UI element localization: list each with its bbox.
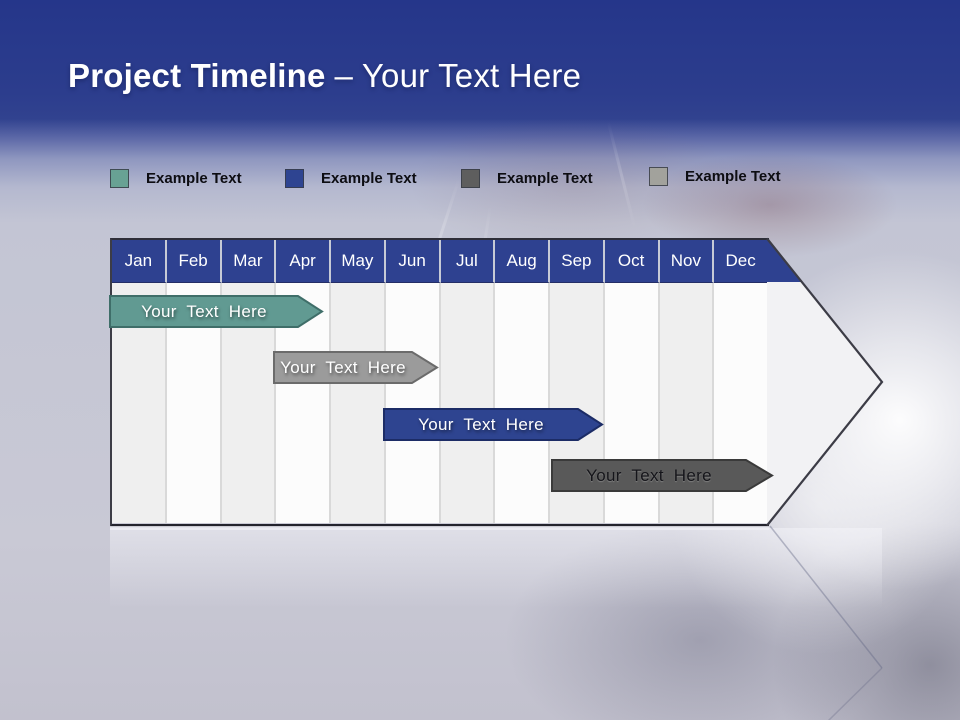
month-column xyxy=(385,283,441,523)
timeline-month-header: Jan Feb Mar Apr May Jun Jul Aug Sep Oct … xyxy=(112,240,769,283)
month-cell: Feb xyxy=(166,240,222,283)
month-column xyxy=(495,283,550,523)
task-bar-label: Your Text Here xyxy=(586,466,712,485)
slide-title-regular: – Your Text Here xyxy=(334,57,582,94)
task-bar-blue: Your Text Here xyxy=(382,407,604,442)
month-cell: Mar xyxy=(221,240,277,283)
slide-title-bold: Project Timeline xyxy=(68,57,326,94)
legend-label: Example Text xyxy=(685,167,781,185)
legend-label: Example Text xyxy=(146,169,242,187)
month-cell: Nov xyxy=(659,240,715,283)
legend-item: Example Text xyxy=(110,167,242,189)
month-cell: Aug xyxy=(495,240,550,283)
legend-item: Example Text xyxy=(649,165,781,187)
background-spark-streak xyxy=(606,121,637,229)
month-cell: Jun xyxy=(385,240,441,283)
legend-label: Example Text xyxy=(321,169,417,187)
month-cell: May xyxy=(331,240,386,283)
legend-swatch-lightgray xyxy=(649,166,668,186)
legend-swatch-blue xyxy=(285,168,304,188)
month-cell: Sep xyxy=(550,240,605,283)
month-cell: Jan xyxy=(112,240,167,283)
timeline-arrowhead xyxy=(766,237,884,527)
month-cell: Jul xyxy=(440,240,496,283)
slide-title: Project Timeline– Your Text Here xyxy=(68,57,581,95)
legend-swatch-teal xyxy=(110,168,129,188)
legend-item: Example Text xyxy=(461,167,593,189)
task-bar-label: Your Text Here xyxy=(141,302,267,321)
task-bar-label: Your Text Here xyxy=(418,415,544,434)
legend-swatch-darkgray xyxy=(461,168,480,188)
task-bar-label: Your Text Here xyxy=(280,358,406,377)
month-column xyxy=(331,283,386,523)
task-bar-teal: Your Text Here xyxy=(108,294,324,329)
legend-item: Example Text xyxy=(285,167,417,189)
task-bar-gray: Your Text Here xyxy=(272,350,439,385)
month-column xyxy=(440,283,496,523)
month-cell: Oct xyxy=(604,240,660,283)
table-reflection-fade xyxy=(110,528,882,608)
month-cell: Dec xyxy=(714,240,769,283)
legend-label: Example Text xyxy=(497,169,593,187)
task-bar-darkgray: Your Text Here xyxy=(550,458,774,493)
month-cell: Apr xyxy=(276,240,331,283)
